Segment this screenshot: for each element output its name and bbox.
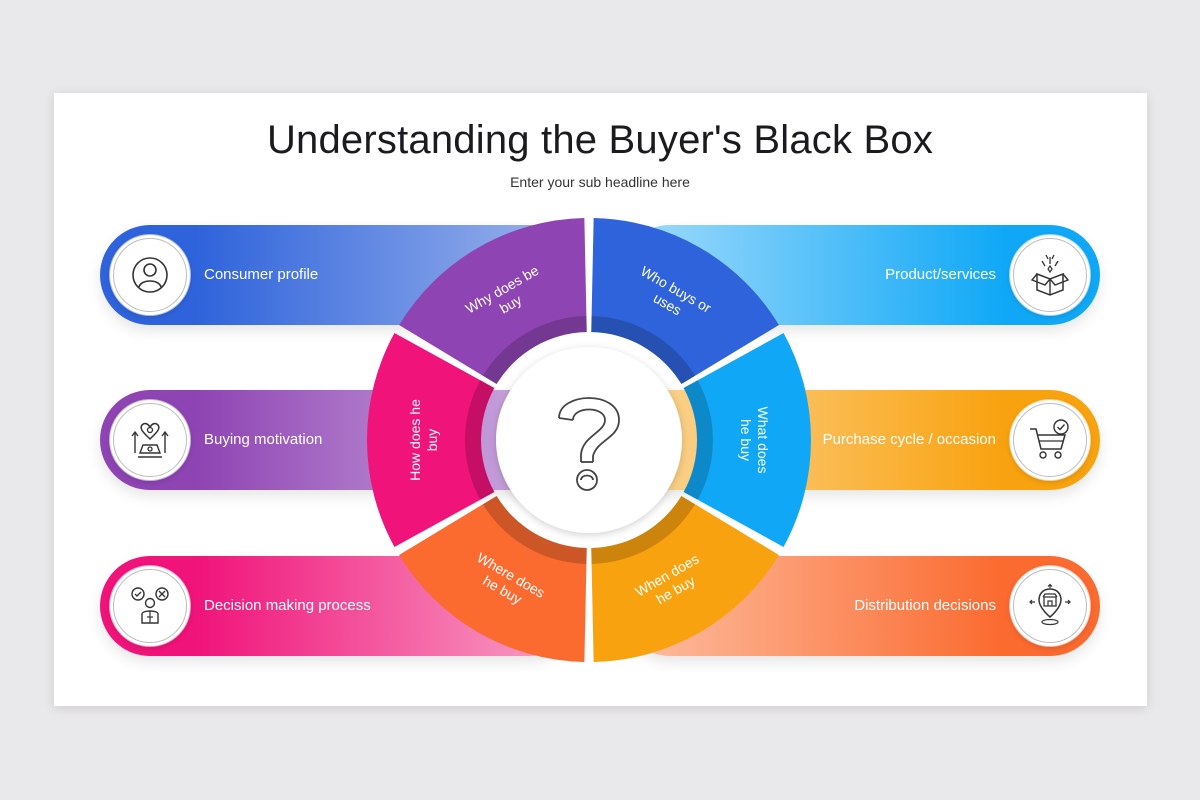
bar-label: Purchase cycle / occasion bbox=[822, 431, 996, 448]
bar-label: Product/services bbox=[885, 266, 996, 283]
decision-person-icon bbox=[131, 587, 169, 624]
wheel-segment-shade bbox=[683, 380, 714, 500]
wheel-segment-when bbox=[591, 495, 779, 662]
icon-badge bbox=[1010, 566, 1090, 646]
shopping-cart-check-icon bbox=[1030, 419, 1069, 459]
location-store-icon bbox=[1029, 583, 1071, 626]
icon-badge bbox=[1010, 235, 1090, 315]
wheel-segment-shade bbox=[482, 495, 587, 564]
heart-motivation-icon bbox=[131, 422, 169, 458]
bar-label: Decision making process bbox=[204, 597, 371, 614]
bar-label: Consumer profile bbox=[204, 266, 319, 283]
user-profile-icon bbox=[132, 257, 168, 293]
page-title: Understanding the Buyer's Black Box bbox=[266, 118, 934, 162]
wheel-segment-where bbox=[399, 495, 587, 662]
wheel-segment-shade bbox=[482, 316, 587, 385]
wheel-segment-shade bbox=[465, 380, 495, 500]
icon-badge bbox=[110, 566, 190, 646]
icon-badge bbox=[110, 235, 190, 315]
open-box-icon bbox=[1030, 254, 1070, 296]
bar-label: Distribution decisions bbox=[854, 597, 996, 614]
wheel-segment-why bbox=[399, 218, 587, 385]
wheel-segment-label: What doeshe buy bbox=[738, 407, 771, 474]
wheel-segment-who bbox=[591, 218, 779, 385]
wheel-segment-label: How does hebuy bbox=[407, 399, 440, 481]
wheel-segment-shade bbox=[591, 316, 696, 385]
wheel-segment-how bbox=[367, 333, 495, 547]
sub-headline: Enter your sub headline here bbox=[510, 174, 690, 190]
question-mark-icon bbox=[558, 397, 620, 491]
icon-badge bbox=[1010, 400, 1090, 480]
bar-label: Buying motivation bbox=[204, 431, 323, 448]
icon-badge bbox=[110, 400, 190, 480]
wheel-segment-shade bbox=[591, 495, 696, 564]
wheel-segment-what bbox=[683, 333, 812, 547]
